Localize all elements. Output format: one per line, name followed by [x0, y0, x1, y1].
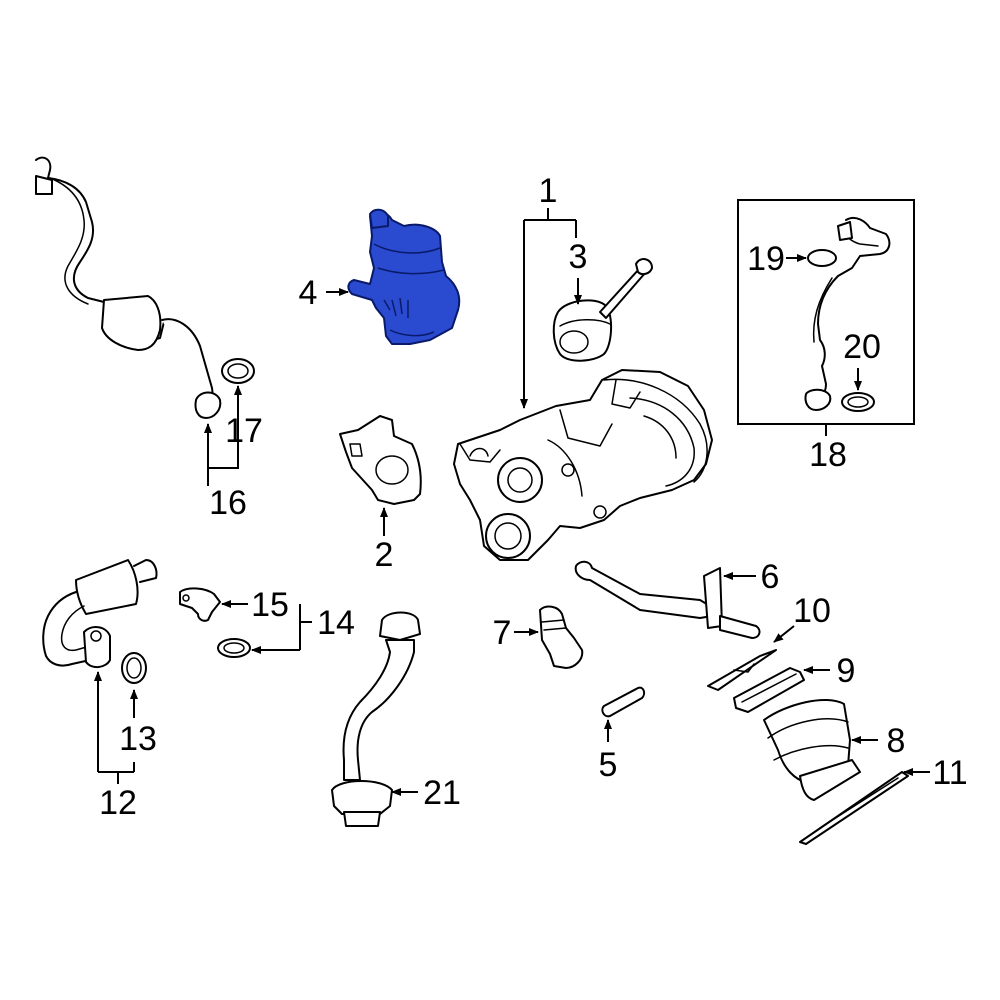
callout-19: 19	[747, 240, 785, 278]
callout-14: 14	[317, 604, 355, 642]
vacuum-solenoid-part-4[interactable]	[347, 208, 461, 345]
callout-4: 4	[299, 274, 318, 312]
callout-13: 13	[119, 720, 157, 758]
fitting-part-15[interactable]	[179, 587, 221, 622]
callout-17: 17	[225, 412, 263, 450]
gasket-part-11[interactable]	[799, 771, 909, 845]
callout-6: 6	[761, 558, 780, 596]
oil-feed-line-part-16[interactable]	[35, 156, 222, 419]
oil-line-part-6[interactable]	[574, 560, 761, 639]
callout-8: 8	[887, 722, 906, 760]
wastegate-actuator-part-3[interactable]	[552, 258, 653, 362]
gasket-part-17[interactable]	[221, 358, 255, 384]
tube-part-21[interactable]	[331, 611, 421, 827]
leader-lines	[94, 208, 930, 796]
callout-5: 5	[599, 746, 618, 784]
hose-part-8[interactable]	[763, 699, 861, 801]
callout-21: 21	[423, 774, 461, 812]
seal-part-13[interactable]	[121, 652, 147, 684]
clamp-part-9[interactable]	[733, 667, 805, 713]
callout-18: 18	[809, 436, 847, 474]
callout-12: 12	[99, 784, 137, 822]
callout-15: 15	[251, 586, 289, 624]
seal-part-19[interactable]	[807, 249, 837, 267]
callout-20: 20	[843, 328, 881, 366]
callout-1: 1	[539, 172, 558, 210]
gasket-part-10[interactable]	[707, 649, 777, 691]
coolant-line-part-12[interactable]	[42, 559, 158, 668]
gasket-part-14[interactable]	[217, 638, 251, 658]
seal-part-20[interactable]	[841, 392, 875, 412]
gasket-part-2[interactable]	[339, 415, 422, 505]
callout-7: 7	[493, 614, 512, 652]
sensor-part-7[interactable]	[539, 605, 584, 669]
pin-part-5[interactable]	[601, 686, 646, 718]
callouts: 1 3 4 2 17 16 19 20 18 6 10 9 8 11 7 5 1…	[99, 172, 968, 822]
oil-return-tube-part-18[interactable]	[804, 216, 891, 411]
callout-2: 2	[375, 536, 394, 574]
turbocharger-part-1[interactable]	[453, 369, 713, 561]
callout-16: 16	[209, 484, 247, 522]
callout-10: 10	[793, 592, 831, 630]
callout-3: 3	[569, 238, 588, 276]
callout-11: 11	[932, 754, 967, 792]
callout-9: 9	[837, 652, 856, 690]
